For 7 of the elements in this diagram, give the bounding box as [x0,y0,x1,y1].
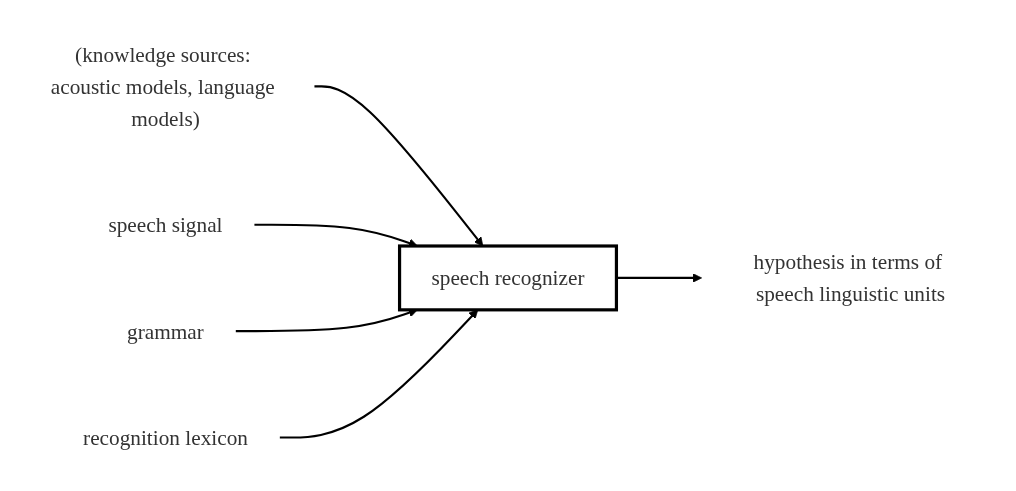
node-text: (knowledge sources: acoustic models, language models) [50,42,275,130]
arrow [314,84,484,246]
node-box: speech recognizer [397,243,619,311]
node-text: speech signal [108,212,223,236]
node-text: hypothesis in terms of speech linguistic units [753,249,946,306]
node-text: recognition lexicon [83,425,248,449]
node-text: grammar [127,318,204,343]
